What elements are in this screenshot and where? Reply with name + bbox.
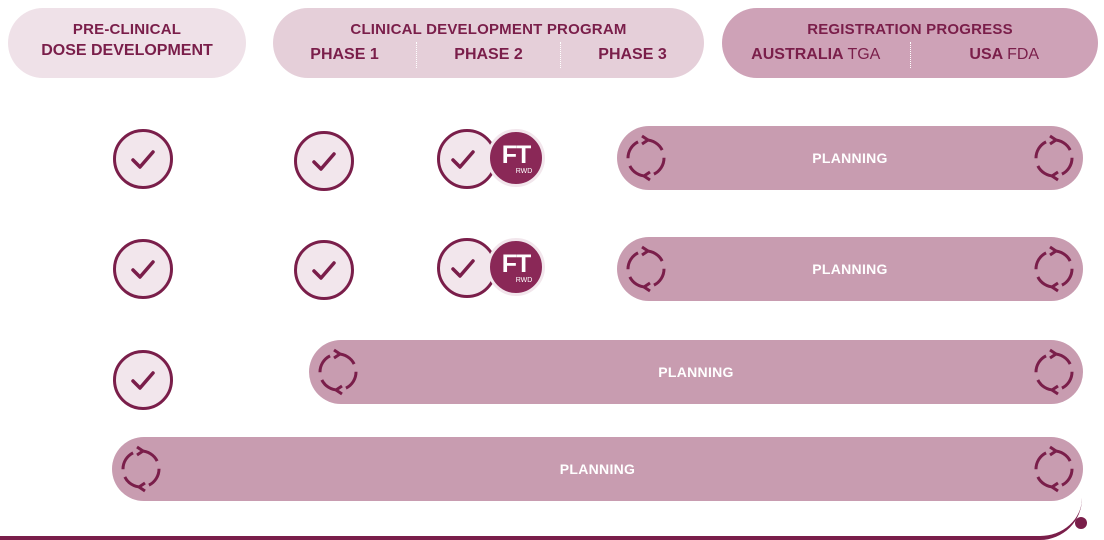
checkmark-circle-icon xyxy=(294,240,354,300)
phase-3-label: PHASE 3 xyxy=(560,42,704,68)
timeline-end-dot xyxy=(1075,517,1087,529)
cycle-arrows-icon xyxy=(121,445,161,493)
registration-title: REGISTRATION PROGRESS xyxy=(807,21,1013,38)
preclinical-subtitle: DOSE DEVELOPMENT xyxy=(41,42,213,59)
planning-label: PLANNING xyxy=(658,364,734,380)
planning-bar: PLANNING xyxy=(617,237,1083,301)
planning-label: PLANNING xyxy=(812,261,888,277)
clinical-title: CLINICAL DEVELOPMENT PROGRAM xyxy=(350,21,627,38)
cycle-arrows-icon xyxy=(1034,134,1074,182)
australia-tga-label: AUSTRALIA TGA xyxy=(751,46,881,63)
fast-track-badge-icon: FT RWD xyxy=(487,129,545,187)
planning-bar: PLANNING xyxy=(112,437,1083,501)
phase-2-label: PHASE 2 xyxy=(416,42,560,68)
checkmark-circle-icon xyxy=(113,350,173,410)
cycle-arrows-icon xyxy=(1034,348,1074,396)
planning-label: PLANNING xyxy=(812,150,888,166)
planning-bar: PLANNING xyxy=(617,126,1083,190)
fast-track-badge-icon: FT RWD xyxy=(487,238,545,296)
preclinical-title: PRE-CLINICAL xyxy=(72,21,182,38)
preclinical-header: PRE-CLINICAL DOSE DEVELOPMENT xyxy=(8,8,246,78)
timeline-baseline xyxy=(0,470,1082,540)
phase-1-label: PHASE 1 xyxy=(310,46,379,63)
planning-label: PLANNING xyxy=(559,461,636,477)
checkmark-circle-icon xyxy=(113,239,173,299)
registration-header: REGISTRATION PROGRESS AUSTRALIA TGA USA … xyxy=(722,8,1098,78)
cycle-arrows-icon xyxy=(318,348,358,396)
cycle-arrows-icon xyxy=(626,134,666,182)
planning-bar: PLANNING xyxy=(309,340,1083,404)
checkmark-circle-icon xyxy=(113,129,173,189)
checkmark-circle-icon xyxy=(294,131,354,191)
cycle-arrows-icon xyxy=(1034,245,1074,293)
cycle-arrows-icon xyxy=(626,245,666,293)
usa-fda-label: USA FDA xyxy=(909,42,1099,68)
clinical-header: CLINICAL DEVELOPMENT PROGRAM PHASE 1 PHA… xyxy=(273,8,704,78)
